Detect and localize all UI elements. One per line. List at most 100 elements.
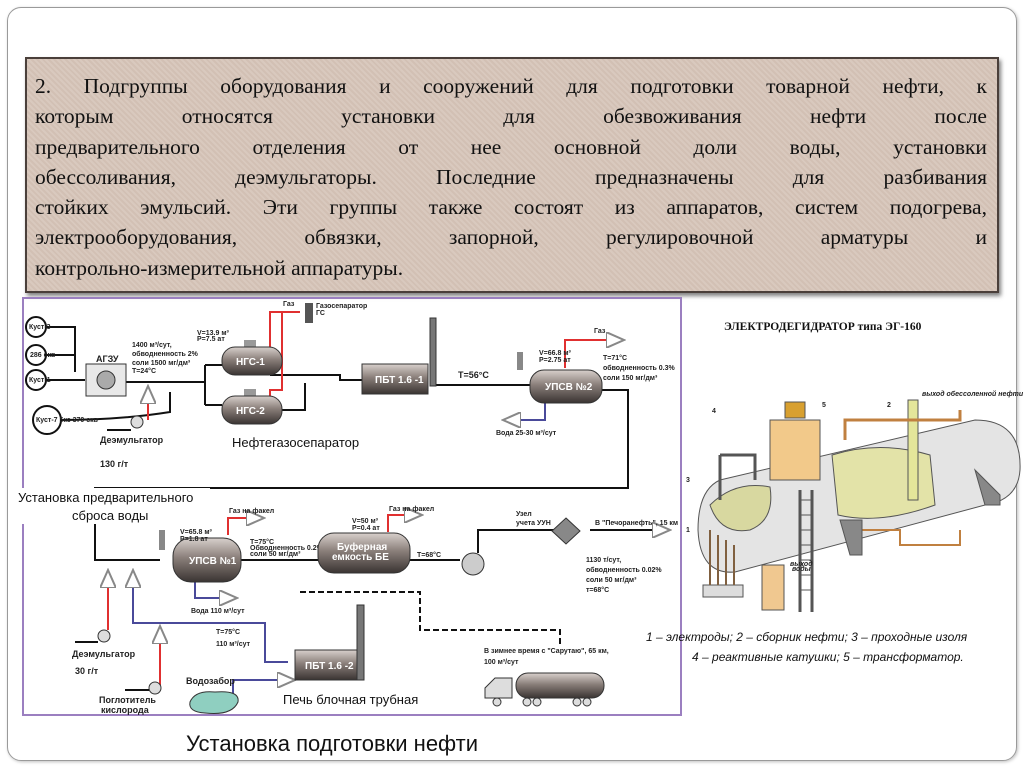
meter-label: учета УУН [516,520,551,527]
gas-to-flare-label: Газ на факел [389,506,434,513]
word: установки [341,104,436,129]
pump-icon [97,629,111,643]
word: и [975,225,987,250]
pre-discharge-caption: Установка предварительного [18,490,193,505]
word: систем [794,195,859,220]
word: подогрева, [889,195,987,220]
meter-label: Узел [516,511,532,518]
product-param: т=68°С [586,586,609,594]
word: к [976,74,987,98]
feed-param: 1400 м³/сут, [132,342,172,349]
word: разбивания [883,164,987,189]
callout-number: 5 [822,402,826,409]
pump-icon [130,415,144,429]
word: для [566,74,598,98]
slide-frame [7,7,1017,761]
word: предварительного [35,134,200,159]
word: Последние [436,164,536,189]
word: для [503,104,535,129]
word: относятся [181,104,273,129]
word: также [428,195,483,220]
upsv2-param: P=2.75 ат [539,357,571,364]
callout-number: 1 [686,527,690,534]
water-outlet-label: воды [792,565,811,573]
oxygen-absorber-label: кислорода [101,705,150,715]
ngs1-vessel-icon [221,346,283,376]
word: состоят [514,195,584,220]
word: доли [693,134,738,159]
water-outlet-label: выход [790,560,813,568]
word: товарной [766,74,850,98]
upsv2-output: T=71°C [603,354,627,362]
tanker-truck-icon [484,672,605,707]
electrodehydrator-illustration [697,399,1021,612]
gas-lines [108,311,622,685]
word: запорной, [448,225,539,250]
gas-to-flare-label: Газ на факел [229,508,274,515]
upsv2-label: УПСВ №2 [545,382,593,393]
oxygen-absorber-label: Поглотитель [99,695,156,705]
well-label: Куст-3 [29,324,51,331]
upsv1-vessel-icon [172,537,242,583]
temperature-label: T=68°C [417,551,441,559]
water-intake-pond-icon [189,691,239,714]
word: основной [553,134,641,159]
feed-param: обводненность 2% [132,350,199,358]
feed-param: T=24°C [132,367,156,375]
ngs1-label: НГС-1 [236,357,265,368]
word: подготовки [630,74,734,98]
word: после [934,104,987,129]
electrodehydrator-title: ЭЛЕКТРОДЕГИДРАТОР типа ЭГ-160 [724,321,922,333]
callout-number: 2 [887,402,891,409]
well-icon [32,405,62,435]
winter-supply-label: 100 м³/сут [484,659,519,666]
buffer-param: P=0.4 ат [352,525,380,532]
upsv2-param: V=66.8 м³ [539,350,572,357]
word: стойких [35,195,109,220]
gas-separator-label: Газосепаратор [316,303,367,310]
demulsifier-dose: 30 г/т [75,666,99,676]
word: эмульсий. [140,195,232,220]
callout-number: 3 [686,477,690,484]
gas-separator-label: ГС [316,310,325,317]
upsv1-label: УПСВ №1 [189,556,237,567]
callout-number: 4 [712,408,716,415]
upsv1-output: соли 50 мг/дм³ [250,551,301,558]
ngs2-vessel-icon [221,395,283,425]
well-icon [25,344,47,366]
slide-caption: Установка подготовки нефти [186,731,479,756]
product-param: обводненность 0.02% [586,566,662,574]
word: арматуры [820,225,909,250]
pbt1-furnace-icon [361,363,429,395]
word: для [792,164,825,189]
wells [25,316,62,435]
upsv1-output: Обводненность 0.2% [250,544,324,552]
paragraph-line: контрольно-измерительной аппаратуры. [35,255,404,280]
ngs-caption: Нефтегазосепаратор [232,435,359,450]
ngs2-label: НГС-2 [236,406,265,417]
product-param: 1130 т/сут, [586,557,621,564]
upsv2-output: обводненность 0.3% [603,364,675,372]
agzu-label: АГЗУ [96,354,119,364]
pbt1-label: ПБТ 1.6 -1 [375,375,424,386]
demulsifier-dose: 130 г/т [100,459,129,469]
word: нее [470,134,502,159]
well-label: Куст-7 5кс 370 скв [36,417,99,424]
pre-discharge-caption: сброса воды [72,508,148,523]
water-intake-label: Водозабор [186,676,235,686]
word: из [614,195,635,220]
upsv1-output: T=75°C [250,538,274,546]
word: Подгруппы [83,74,188,98]
water-output-label: Вода 110 м³/сут [191,608,245,615]
gas-label: Газ [594,328,606,335]
winter-supply-line [300,591,561,645]
word: нефти [809,104,867,129]
well-label: Куст-1 [29,377,51,384]
word: предназначены [595,164,734,189]
